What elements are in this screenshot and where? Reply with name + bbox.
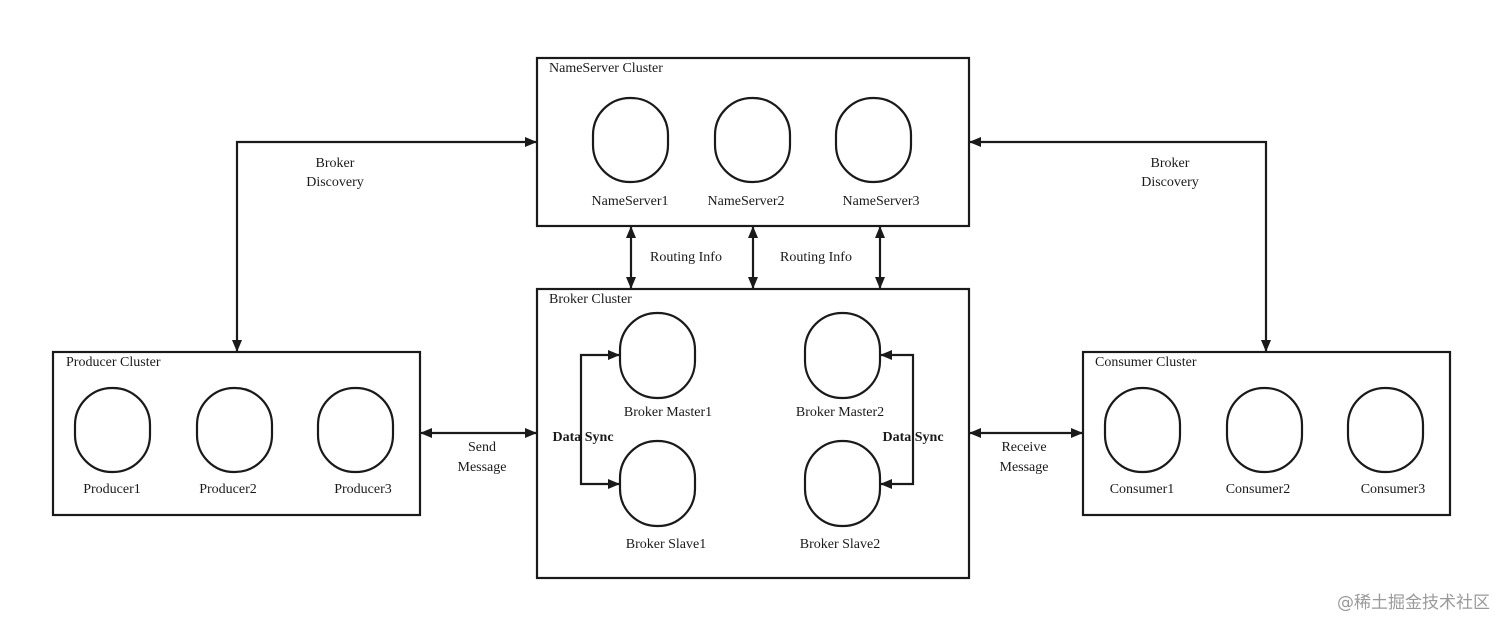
receive-message-label-line2: Message (1000, 460, 1049, 475)
consumer-discovery-label-line1: Broker (1151, 156, 1190, 171)
broker-slave-label: Broker Slave2 (800, 537, 880, 552)
consumer-discovery-label-line2: Discovery (1141, 175, 1199, 190)
routing-info-label: Routing Info (650, 250, 722, 265)
consumer-node (1225, 386, 1304, 474)
broker-slave-label: Broker Slave1 (626, 537, 706, 552)
data-sync-label: Data Sync (882, 430, 943, 445)
nameserver-node (834, 96, 913, 184)
send-message-label-line2: Message (458, 460, 507, 475)
routing-info-label: Routing Info (780, 250, 852, 265)
consumer-node (1346, 386, 1425, 474)
consumer-node (1103, 386, 1182, 474)
broker-master-label: Broker Master1 (624, 405, 712, 420)
producer-discovery-label-line2: Discovery (306, 175, 364, 190)
broker-cluster-title: Broker Cluster (549, 292, 632, 307)
receive-message-label-line1: Receive (1001, 440, 1046, 455)
producer-node (195, 386, 274, 474)
consumer-cluster-title: Consumer Cluster (1095, 355, 1197, 370)
watermark-text: @稀土掘金技术社区 (1337, 593, 1490, 613)
producer-node-label: Producer1 (83, 482, 141, 497)
consumer-node-label: Consumer1 (1110, 482, 1175, 497)
broker-master-node (618, 311, 697, 400)
broker-slave-node (618, 439, 697, 528)
nameserver-node (591, 96, 670, 184)
consumer-node-label: Consumer2 (1226, 482, 1291, 497)
data-sync-right-arrow (880, 350, 915, 489)
data-sync-label: Data Sync (552, 430, 613, 445)
producer-node (73, 386, 152, 474)
broker-master-label: Broker Master2 (796, 405, 884, 420)
send-message-label-line1: Send (468, 440, 496, 455)
producer-node-label: Producer3 (334, 482, 392, 497)
producer-node-label: Producer2 (199, 482, 257, 497)
producer-discovery-arrow (232, 137, 537, 352)
producer-node (316, 386, 395, 474)
nameserver-node-label: NameServer2 (708, 194, 785, 209)
producer-discovery-label-line1: Broker (316, 156, 355, 171)
nameserver-cluster-title: NameServer Cluster (549, 61, 663, 76)
nameserver-node (713, 96, 792, 184)
broker-master-node (803, 311, 882, 400)
producer-cluster-title: Producer Cluster (66, 355, 161, 370)
nameserver-node-label: NameServer1 (592, 194, 669, 209)
consumer-discovery-arrow (969, 137, 1271, 352)
data-sync-left-arrow (579, 350, 620, 489)
nameserver-node-label: NameServer3 (843, 194, 920, 209)
consumer-node-label: Consumer3 (1361, 482, 1426, 497)
broker-slave-node (803, 439, 882, 528)
